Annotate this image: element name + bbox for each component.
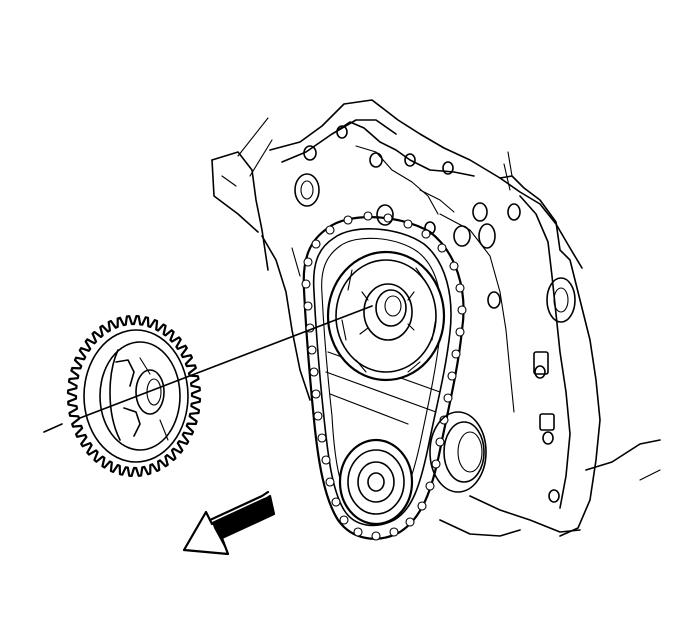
crankshaft-sprocket <box>338 411 487 526</box>
engine-front-cover <box>211 99 661 537</box>
removed-camshaft-sprocket <box>66 315 202 477</box>
arrow-down-left-icon <box>182 490 276 556</box>
alignment-centerline <box>43 305 373 433</box>
camshaft-sprocket <box>326 250 446 382</box>
chain-links <box>301 211 467 541</box>
